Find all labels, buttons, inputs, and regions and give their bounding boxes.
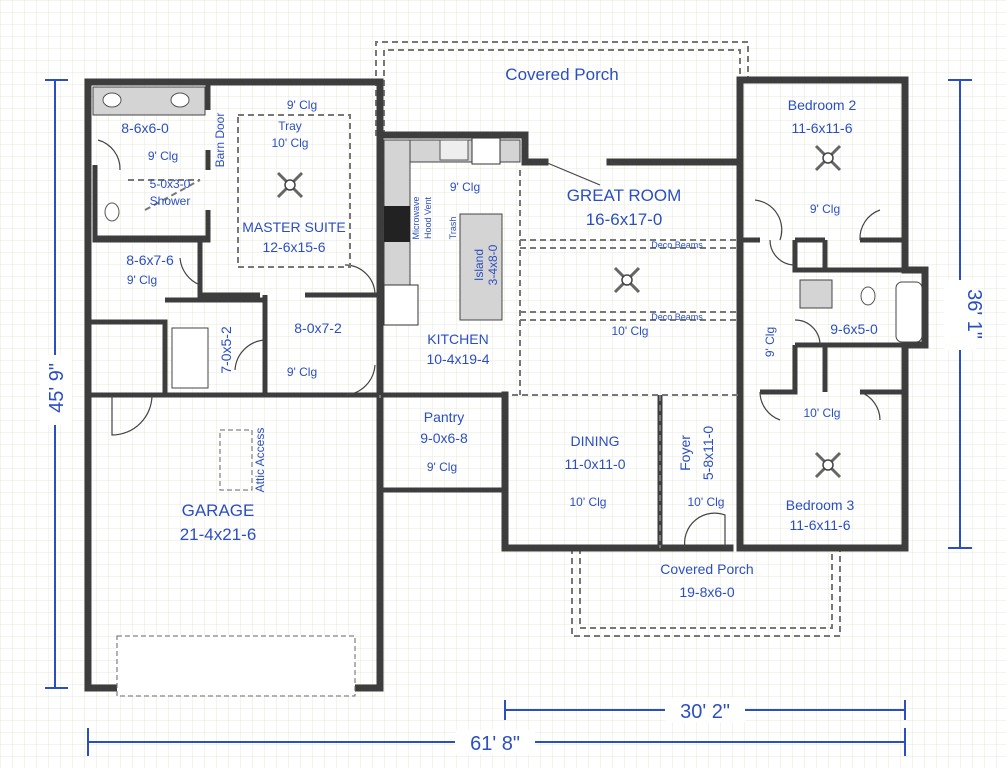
pantry-dims: 9-0x6-8 <box>420 430 468 446</box>
closet-clg: 9' Clg <box>127 273 157 287</box>
attic-access-hatch <box>219 429 253 491</box>
mudroom-dims: 8-0x7-2 <box>294 320 342 336</box>
attic-access-label: Attic Access <box>253 428 267 493</box>
refrigerator-icon <box>383 284 419 326</box>
fixtures <box>92 86 923 697</box>
pantry-clg: 9' Clg <box>427 460 457 474</box>
garage-door <box>116 635 356 697</box>
shower-dims: 5-0x3-0 <box>150 177 191 191</box>
master-clg: 9' Clg <box>287 98 317 112</box>
right-depth-dimension: 36' 1" <box>963 289 985 339</box>
kitchen-clg: 9' Clg <box>450 180 480 194</box>
deco-beams-label: Deco Beams <box>651 240 703 250</box>
bath2-dims: 9-6x5-0 <box>830 321 878 337</box>
foyer-dims: 5-8x11-0 <box>700 426 716 480</box>
bedroom3-dims: 11-6x11-6 <box>790 517 851 533</box>
closet-dims: 8-6x7-6 <box>126 252 174 268</box>
bedroom3-name: Bedroom 3 <box>786 497 855 513</box>
interior-walls <box>88 82 905 548</box>
rear-porch-label: Covered Porch <box>505 65 618 84</box>
bedroom2-clg: 9' Clg <box>810 202 840 216</box>
dining-dims: 11-0x11-0 <box>565 456 626 472</box>
dishwasher-icon <box>471 137 501 165</box>
range-icon <box>384 206 410 242</box>
bedroom2-dims: 11-6x11-6 <box>792 120 853 136</box>
overall-depth-dimension: 45' 9" <box>46 363 68 413</box>
kitchen-island <box>459 213 503 321</box>
great-room-dims: 16-6x17-0 <box>586 210 663 229</box>
trash-label: Trash <box>448 217 458 240</box>
toilet-icon <box>104 202 120 222</box>
shower-label: Shower <box>150 194 191 208</box>
master-bath-clg: 9' Clg <box>148 149 178 163</box>
sink-icon <box>170 92 190 108</box>
master-bath-dims: 8-6x6-0 <box>121 120 169 136</box>
hall-clg: 9' Clg <box>763 327 777 357</box>
foyer-name: Foyer <box>677 435 693 471</box>
toilet-icon <box>860 286 876 306</box>
bedroom2-name: Bedroom 2 <box>788 97 857 113</box>
kitchen-name: KITCHEN <box>427 331 488 347</box>
dimension-lines <box>45 79 972 756</box>
island-label: Island <box>472 249 486 281</box>
bedroom3-clg: 10' Clg <box>804 406 841 420</box>
hood-vent-label: Hood Vent <box>423 196 433 239</box>
great-room-clg: 10' Clg <box>612 324 649 338</box>
mudroom-clg: 9' Clg <box>287 365 317 379</box>
kitchen-dims: 10-4x19-4 <box>426 351 489 367</box>
master-suite-name: MASTER SUITE <box>242 219 345 235</box>
rear-porch-outline <box>375 41 749 136</box>
master-suite-dims: 12-6x15-6 <box>262 239 325 255</box>
garage-dims: 21-4x21-6 <box>180 525 257 544</box>
sink-icon <box>102 92 122 108</box>
front-porch-dims: 19-8x6-0 <box>679 584 734 600</box>
barn-door-label: Barn Door <box>213 113 227 168</box>
dining-clg: 10' Clg <box>570 495 607 509</box>
tray-clg: 10' Clg <box>272 136 309 150</box>
kitchen-sink-icon <box>439 139 469 161</box>
washer-dryer-icon <box>171 327 209 389</box>
island-dims: 3-4x8-0 <box>486 244 500 285</box>
deco-beams-label: Deco Beams <box>651 312 703 322</box>
front-porch-name: Covered Porch <box>660 561 753 577</box>
dining-name: DINING <box>571 433 620 449</box>
overall-width-dimension: 61' 8" <box>470 733 520 755</box>
right-width-dimension: 30' 2" <box>680 701 730 723</box>
foyer-clg: 10' Clg <box>688 495 725 509</box>
laundry-dims: 7-0x5-2 <box>218 326 234 374</box>
bath-sink <box>799 279 833 309</box>
doors <box>97 114 881 549</box>
tray-label: Tray <box>278 119 302 133</box>
bathtub-icon <box>895 281 923 343</box>
pantry-name: Pantry <box>424 409 464 425</box>
front-porch-outline <box>571 548 841 637</box>
garage-name: GARAGE <box>182 501 255 520</box>
microwave-label: Microwave <box>411 196 421 239</box>
great-room-name: GREAT ROOM <box>567 186 682 205</box>
